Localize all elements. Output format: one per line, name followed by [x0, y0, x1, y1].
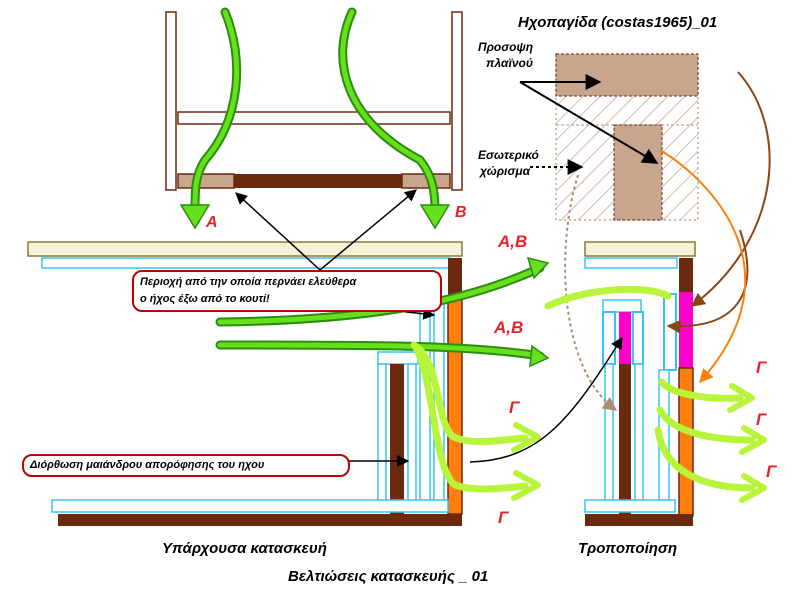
- callout-fix: Διόρθωση μαιάνδρου απορόφησης του ηχου: [22, 454, 350, 477]
- diagram-title: Ηχοπαγίδα (costas1965)_01: [518, 14, 718, 31]
- callout-fix-text: Διόρθωση μαιάνδρου απορόφησης του ηχου: [30, 459, 265, 471]
- callout-leak-line-1: Περιοχή από την οποία περνάει ελεύθερα: [140, 276, 357, 288]
- flow-label-a: A: [206, 214, 218, 231]
- flow-g-right: [654, 378, 767, 503]
- diagram-subtitle: Βελτιώσεις κατασκευής _ 01: [288, 568, 489, 585]
- flow-b: [338, 7, 451, 230]
- flow-a: [179, 7, 242, 230]
- callout-leak: Περιοχή από την οποία περνάει ελεύθερα ο…: [132, 270, 442, 312]
- flow-g-left: [410, 341, 541, 501]
- flow-label-b: B: [455, 204, 467, 221]
- flow-label-ab-lower: A,B: [494, 318, 524, 337]
- label-inner-partition-2: χώρισμα: [480, 164, 531, 178]
- caption-existing: Υπάρχουσα κατασκευή: [162, 540, 327, 557]
- flow-label-g-right-2: Γ: [756, 410, 767, 429]
- flow-label-g-right-3: Γ: [766, 462, 777, 481]
- flow-label-g-left-1: Γ: [509, 398, 520, 417]
- label-side-front-1: Προσοψη: [478, 40, 534, 54]
- modified-construction: [584, 241, 696, 526]
- label-inner-partition-1: Εσωτερικό: [478, 148, 539, 162]
- side-front-arrows: [564, 71, 771, 411]
- flow-label-g-left-2: Γ: [498, 508, 509, 527]
- flow-label-g-right-1: Γ: [756, 358, 767, 377]
- label-side-front-2: πλαϊνού: [486, 56, 533, 70]
- flow-right-top: [544, 285, 672, 310]
- callout-leak-line-2: ο ήχος έξω από το κουτί!: [140, 293, 270, 305]
- top-box: [165, 11, 463, 191]
- side-front-detail: [555, 53, 699, 221]
- caption-modified: Τροποποίηση: [578, 540, 678, 557]
- flow-label-ab-upper: A,B: [498, 232, 528, 251]
